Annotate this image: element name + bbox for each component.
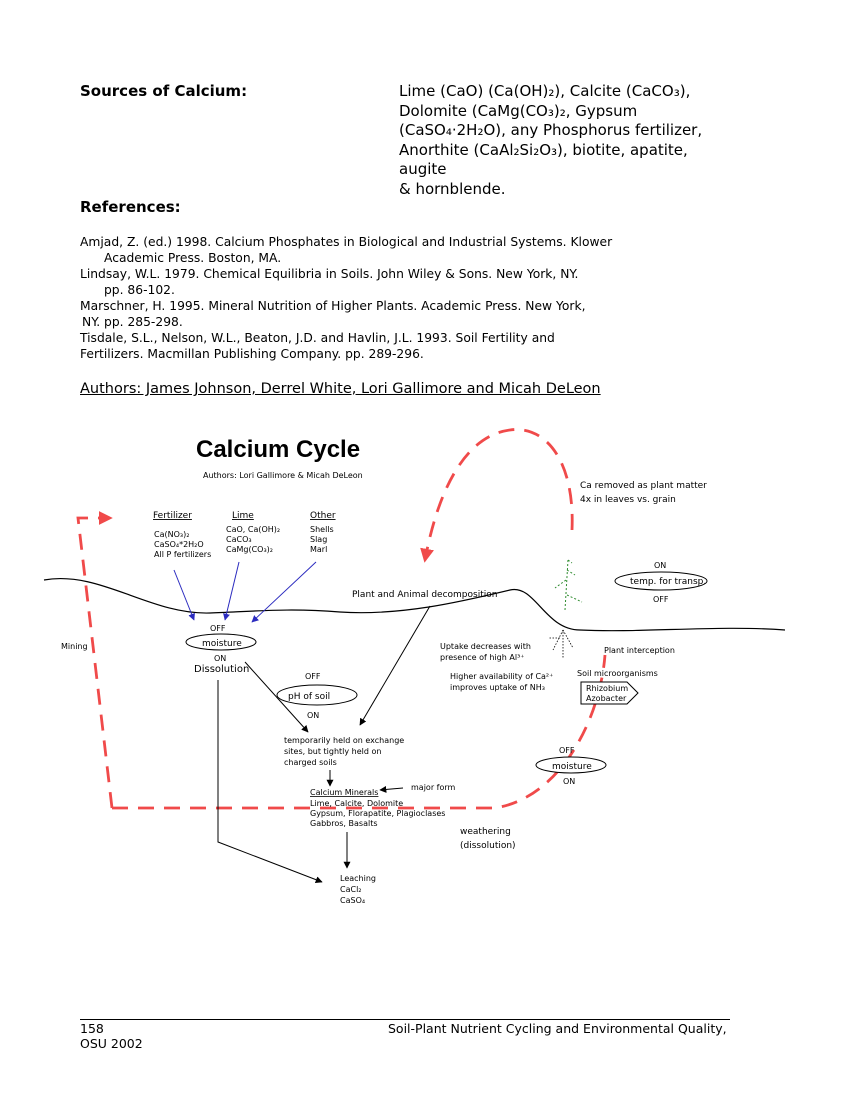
sources-line: (CaSO₄·2H₂O), any Phosphorus fertilizer, — [399, 121, 703, 139]
reference-first-line: Amjad, Z. (ed.) 1998. Calcium Phosphates… — [80, 235, 613, 249]
plant-interception-label: Plant interception — [604, 646, 675, 655]
soil-micro-box — [580, 681, 639, 705]
moisture2-off-label: OFF — [559, 746, 575, 755]
soil-micro-item: Azobacter — [586, 694, 627, 703]
lime-heading: Lime — [232, 511, 254, 521]
moisture-on-label: ON — [214, 654, 226, 663]
sources-line: Dolomite (CaMg(CO₃)₂, Gypsum — [399, 101, 638, 120]
minerals-item: Lime, Calcite, Dolomite — [310, 799, 403, 808]
minerals-heading: Calcium Minerals — [310, 788, 378, 797]
references-list: Amjad, Z. (ed.) 1998. Calcium Phosphates… — [80, 234, 640, 362]
footer-page: 158 OSU 2002 — [80, 1021, 143, 1051]
temp-switch — [614, 571, 708, 591]
leaching-path-arrow — [217, 680, 323, 884]
fertilizer-arrow — [173, 569, 195, 621]
lime-item: CaMg(CO₃)₂ — [226, 545, 273, 554]
plant-removal-arc — [420, 428, 574, 563]
exchange-text: sites, but tightly held on — [284, 747, 381, 756]
temp-on-label: ON — [654, 561, 666, 570]
exchange-text: charged soils — [284, 758, 337, 767]
fertilizer-item: All P fertilizers — [154, 550, 211, 559]
reference-cont-line: Academic Press. Boston, MA. — [104, 251, 282, 265]
footer-title: Soil-Plant Nutrient Cycling and Environm… — [388, 1021, 727, 1036]
reference-cont-line: Fertilizers. Macmillan Publishing Compan… — [80, 347, 424, 361]
ph-on-label: ON — [307, 711, 319, 720]
leaching-item: CaCl₂ — [340, 885, 362, 894]
exchange-text: temporarily held on exchange — [284, 736, 404, 745]
uptake-text: Uptake decreases with — [440, 642, 531, 651]
mining-return-path — [76, 511, 114, 809]
reference-cont-line: NY. pp. 285-298. — [82, 315, 183, 329]
footer-year: OSU 2002 — [80, 1036, 143, 1051]
availability-text: improves uptake of NH₃ — [450, 683, 545, 692]
weathering-label: weathering — [460, 827, 511, 837]
authors-line: Authors: James Johnson, Derrel White, Lo… — [80, 381, 601, 397]
lime-item: CaCO₃ — [226, 535, 252, 544]
soil-micro-label: Soil microorganisms — [577, 669, 658, 678]
uptake-text: presence of high Al³⁺ — [440, 653, 525, 662]
other-item: Slag — [310, 535, 327, 544]
sources-line: & hornblende. — [399, 179, 506, 198]
reference-first-line: Lindsay, W.L. 1979. Chemical Equilibria … — [80, 267, 579, 281]
temp-switch-label: temp. for transp. — [630, 577, 706, 587]
moisture2-switch — [535, 756, 607, 774]
fertilizer-heading: Fertilizer — [153, 511, 192, 521]
sources-label: Sources of Calcium: — [80, 82, 248, 100]
moisture2-switch-label: moisture — [552, 762, 592, 772]
reference-cont-line: pp. 86-102. — [104, 283, 175, 297]
reference-first-line: Marschner, H. 1995. Mineral Nutrition of… — [80, 299, 586, 313]
minerals-item: Gypsum, Florapatite, Plagioclases — [310, 809, 445, 818]
reference-first-line: Tisdale, S.L., Nelson, W.L., Beaton, J.D… — [80, 331, 555, 345]
major-form-arrow — [379, 785, 404, 793]
other-heading: Other — [310, 511, 336, 521]
leaching-item: CaSO₄ — [340, 896, 365, 905]
sources-line: Lime (CaO) (Ca(OH)₂), Calcite (CaCO₃), — [399, 82, 691, 100]
moisture-switch-label: moisture — [202, 639, 242, 649]
temp-off-label: OFF — [653, 595, 669, 604]
ph-switch-label: pH of soil — [288, 692, 330, 702]
calcium-cycle-diagram: Calcium Cycle Authors: Lori Gallimore & … — [43, 428, 786, 905]
roots-icon — [548, 629, 574, 658]
page-number: 158 — [80, 1021, 104, 1036]
sources-line: Anorthite (CaAl₂Si₂O₃), biotite, apatite… — [399, 140, 688, 179]
diagram-title: Calcium Cycle — [196, 436, 360, 463]
moisture-off-label: OFF — [210, 624, 226, 633]
leaching-label: Leaching — [340, 874, 376, 883]
lime-item: CaO, Ca(OH)₂ — [226, 525, 280, 534]
ca-removed-text: Ca removed as plant matter — [580, 481, 707, 491]
references-heading: References: — [80, 198, 181, 216]
diagram-authors: Authors: Lori Gallimore & Micah DeLeon — [203, 471, 363, 480]
ph-switch — [276, 684, 358, 706]
fertilizer-item: CaSO₄*2H₂O — [154, 540, 204, 549]
footer-rule — [80, 1019, 730, 1020]
moisture2-on-label: ON — [563, 777, 575, 786]
decomposition-arrow — [359, 605, 431, 726]
other-item: Shells — [310, 525, 334, 534]
dissolution-arrow — [244, 661, 309, 733]
mining-label: Mining — [61, 642, 88, 651]
soil-surface-line — [43, 578, 786, 632]
ph-off-label: OFF — [305, 672, 321, 681]
soil-micro-item: Rhizobium — [586, 684, 628, 693]
decomposition-label: Plant and Animal decomposition — [352, 590, 497, 600]
minerals-item: Gabbros, Basalts — [310, 819, 378, 828]
sources-text: Lime (CaO) (Ca(OH)₂), Calcite (CaCO₃), D… — [399, 82, 739, 199]
ca-removed-text: 4x in leaves vs. grain — [580, 495, 676, 505]
weathering-label: (dissolution) — [460, 841, 516, 851]
availability-text: Higher availability of Ca²⁺ — [450, 672, 553, 681]
moisture-switch — [185, 633, 257, 651]
other-arrow — [251, 561, 317, 623]
plant-icon — [554, 559, 583, 611]
other-item: Marl — [310, 545, 327, 554]
fertilizer-item: Ca(NO₃)₂ — [154, 530, 189, 539]
major-form-label: major form — [411, 783, 456, 792]
lime-arrow — [223, 561, 240, 621]
dissolution-label: Dissolution — [194, 664, 249, 675]
